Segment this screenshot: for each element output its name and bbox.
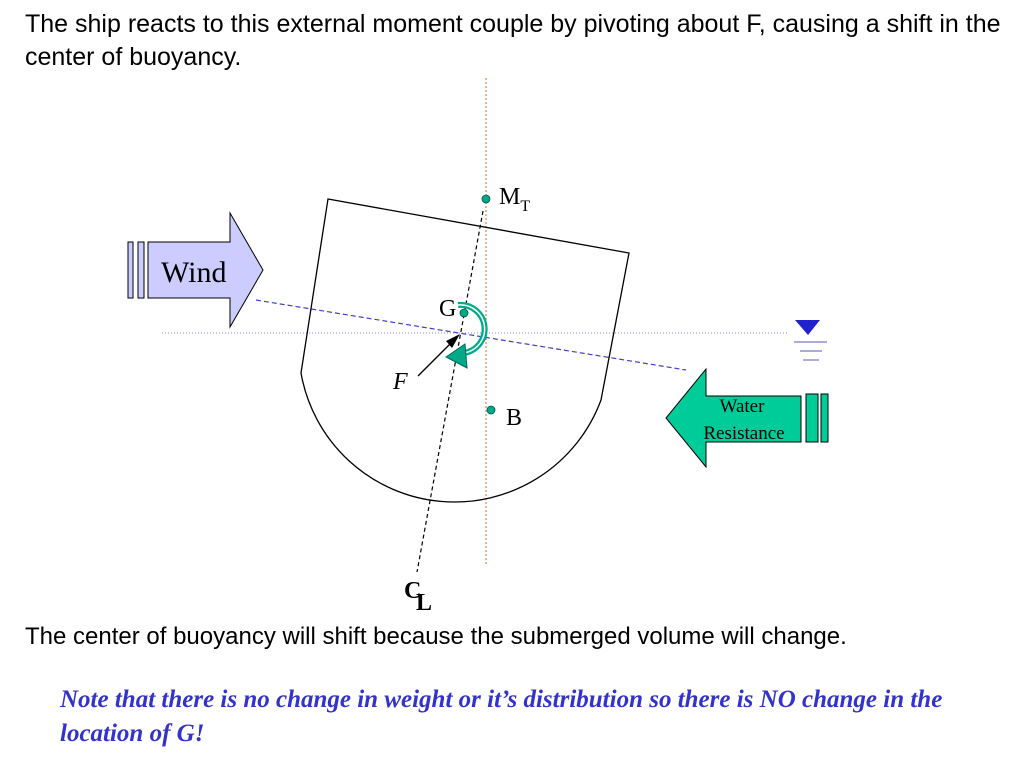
ship-hull bbox=[300, 198, 630, 503]
water-resistance-label-line-1: Water bbox=[720, 396, 766, 417]
metacenter-point bbox=[481, 194, 491, 204]
tilted-centerline bbox=[416, 210, 484, 573]
gravity-note: Note that there is no change in weight o… bbox=[60, 686, 943, 747]
center-of-gravity-point bbox=[459, 308, 469, 318]
pivot-point-label: F bbox=[392, 369, 408, 395]
pivot-pointer-line bbox=[417, 343, 451, 377]
center-of-gravity-label: G bbox=[439, 296, 456, 322]
buoyancy-explanation: The center of buoyancy will shift becaus… bbox=[25, 623, 847, 650]
wind-arrow-tail-bar-1 bbox=[127, 241, 134, 299]
rotation-arrowhead-icon bbox=[445, 343, 468, 369]
water-arrow-tail-bar-2 bbox=[820, 393, 829, 443]
wind-arrow-icon bbox=[147, 211, 264, 329]
water-resistance-arrow-icon bbox=[665, 367, 802, 469]
slide-heading: The ship reacts to this external moment … bbox=[25, 10, 1001, 71]
rotation-arrow-inner-line bbox=[457, 304, 486, 354]
centerline-symbol-c: C bbox=[404, 578, 421, 604]
heeled-waterline bbox=[255, 299, 687, 371]
metacenter-subscript: T bbox=[520, 198, 530, 215]
wind-arrow-tail-bar-2 bbox=[137, 241, 145, 299]
metacenter-label: MT bbox=[499, 184, 530, 215]
wind-label: Wind bbox=[161, 256, 226, 289]
water-level-icon bbox=[795, 320, 820, 335]
water-resistance-label-line-2: Resistance bbox=[703, 423, 784, 444]
center-of-buoyancy-point bbox=[486, 405, 496, 415]
center-of-buoyancy-label: B bbox=[506, 405, 522, 431]
water-arrow-tail-bar-1 bbox=[805, 393, 819, 443]
centerline-symbol-l: L bbox=[416, 590, 432, 616]
pivot-pointer-arrowhead-icon bbox=[446, 334, 460, 348]
